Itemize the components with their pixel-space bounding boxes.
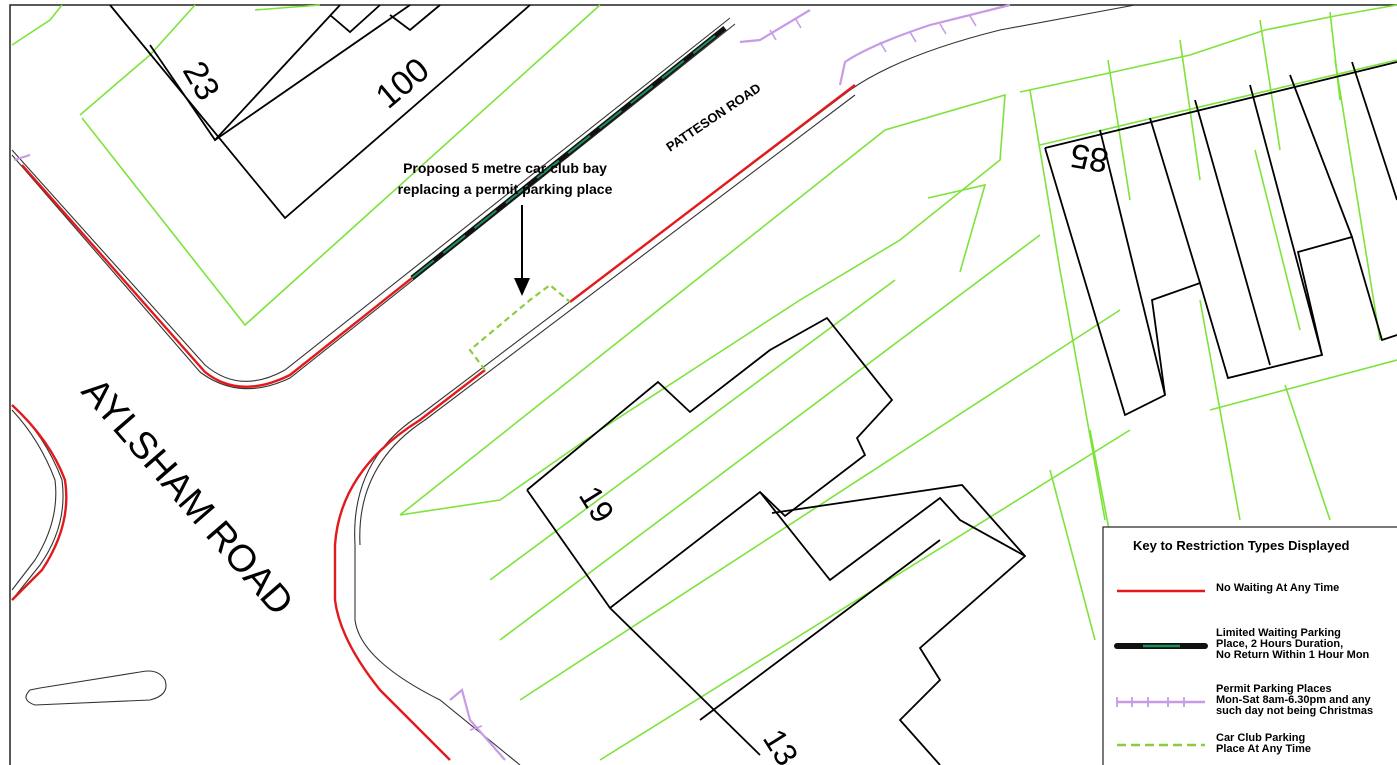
legend-item-no-waiting-line-1: No Waiting At Any Time [1216,582,1339,594]
legend-item-permit-line-2: Mon-Sat 8am-6.30pm and any [1216,694,1372,706]
house-number-13: 13 [756,723,805,765]
house-number-85: 85 [1068,136,1112,180]
legend-item-limited-waiting-line-3: No Return Within 1 Hour Mon [1216,649,1370,661]
annotation-arrow [514,205,530,296]
limited-waiting-bay [410,26,727,280]
house-number-23: 23 [175,55,227,107]
proposed-car-club-bay [468,283,571,371]
buildings [109,4,1397,765]
road-label-patteson: PATTESON ROAD [663,80,763,154]
legend-item-permit-line-1: Permit Parking Places [1216,683,1332,695]
legend-item-limited-waiting-line-1: Limited Waiting Parking [1216,627,1341,639]
legend-item-car-club-line-2: Place At Any Time [1216,743,1311,755]
legend-item-limited-waiting-line-2: Place, 2 Hours Duration, [1216,638,1343,650]
legend-symbol-permit [1116,697,1205,707]
house-number-19: 19 [572,480,621,529]
permit-parking-lines [13,3,1011,761]
legend-item-permit-line-3: such day not being Christmas [1216,705,1373,717]
no-waiting-lines [11,84,856,761]
house-number-100: 100 [369,51,437,117]
legend-title: Key to Restriction Types Displayed [1133,538,1350,553]
legend-item-car-club-line-1: Car Club Parking [1216,732,1305,744]
annotation-line-2: replacing a permit parking place [398,181,613,197]
kerb-lines [11,4,1136,765]
legend: Key to Restriction Types Displayed No Wa… [1102,526,1397,765]
road-label-aylsham: AYLSHAM ROAD [73,370,301,623]
annotation-line-1: Proposed 5 metre car club bay [403,160,607,176]
map-frame [9,4,1397,765]
